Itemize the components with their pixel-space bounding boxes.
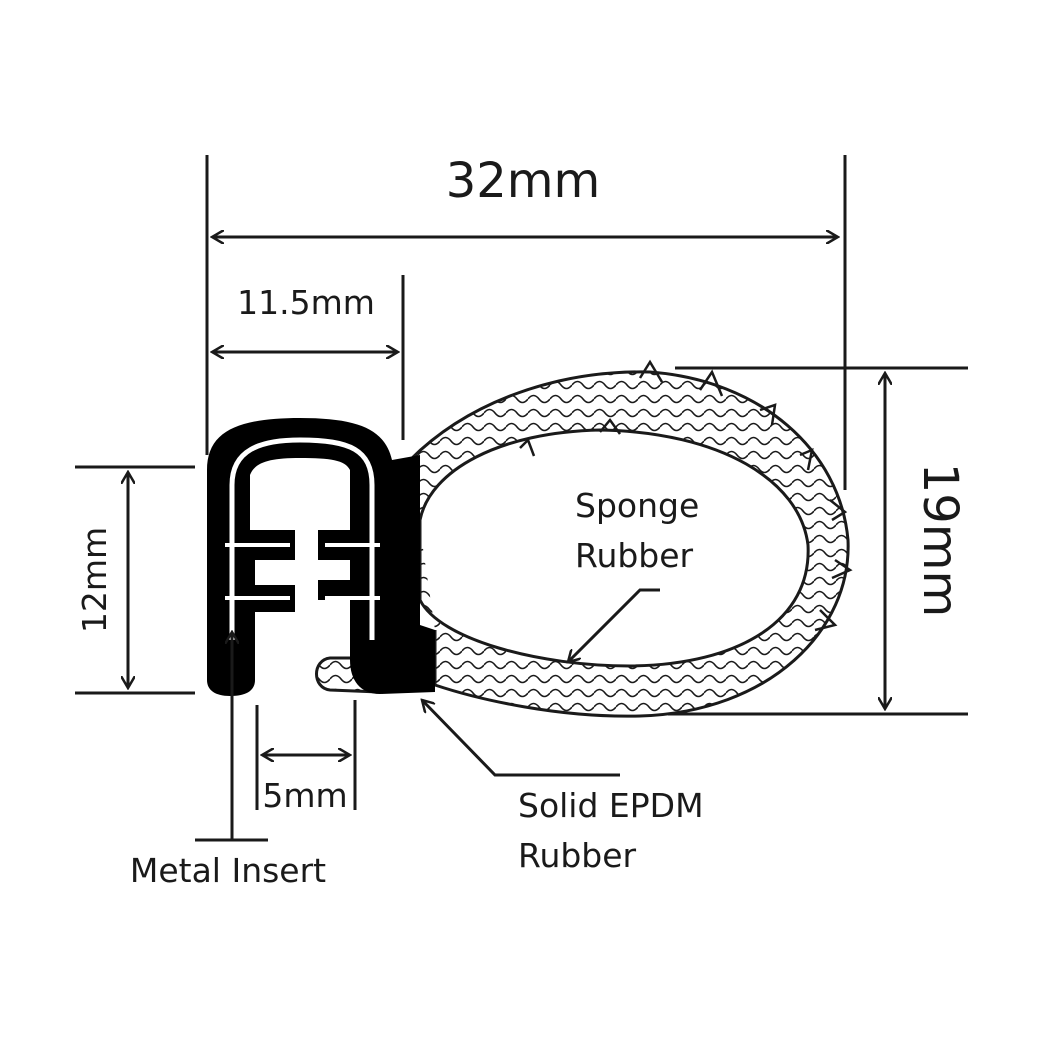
metal-insert-label: Metal Insert	[130, 851, 326, 890]
sponge-label-2: Rubber	[575, 536, 694, 575]
dimension-lines	[75, 155, 968, 842]
clip-height-label: 12mm	[75, 527, 114, 633]
clip-width-label: 11.5mm	[237, 283, 375, 322]
sponge-label-1: Sponge	[575, 486, 699, 525]
solid-epdm-clip	[207, 418, 435, 696]
solid-rubber-label-2: Rubber	[518, 836, 637, 875]
solid-rubber-label-1: Solid EPDM	[518, 786, 704, 825]
sponge-teeth	[519, 359, 853, 632]
slot-width-label: 5mm	[262, 776, 347, 815]
sponge-rubber-bulb	[408, 370, 850, 718]
metal-insert-gap	[225, 543, 380, 600]
overall-width-label: 32mm	[446, 153, 601, 209]
bulb-height-label: 19mm	[912, 463, 968, 618]
metal-insert	[229, 437, 375, 640]
